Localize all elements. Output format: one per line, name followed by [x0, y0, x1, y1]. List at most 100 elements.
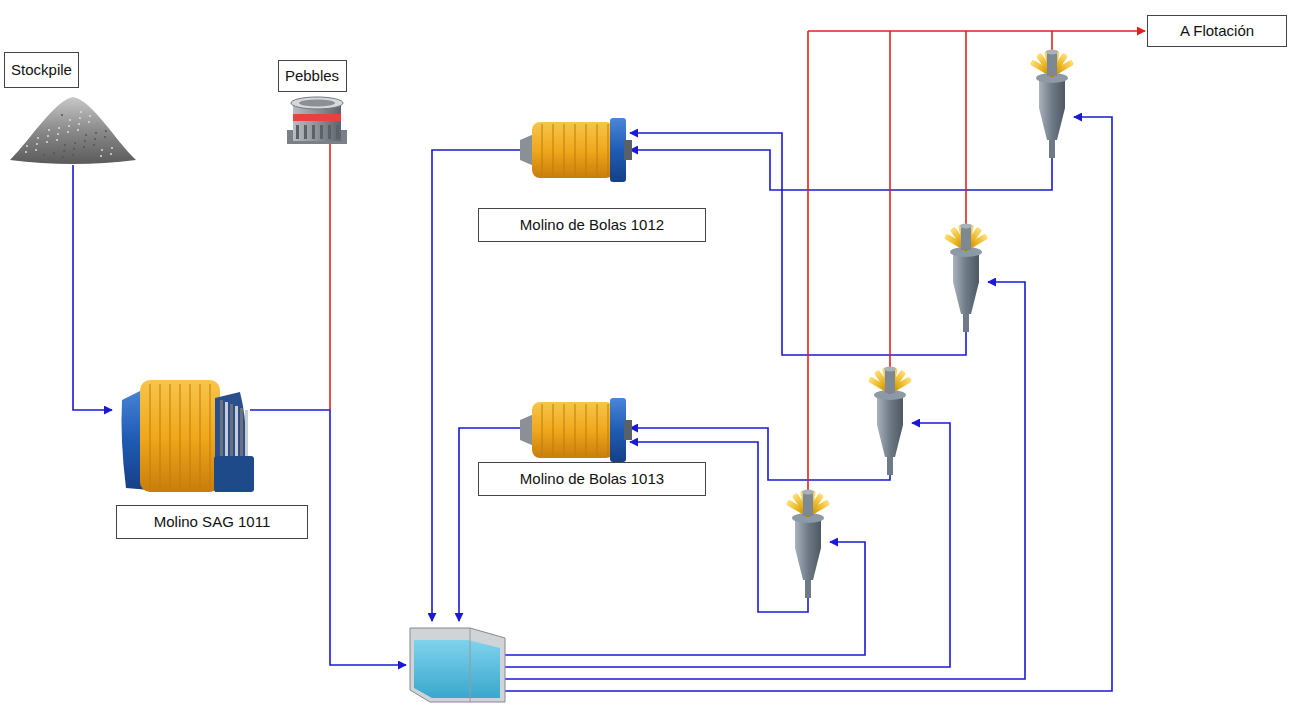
stockpile-illustration — [61, 114, 63, 116]
ball-mill-illustration — [542, 404, 543, 456]
hydrocyclone-illustration — [963, 314, 969, 332]
stockpile-illustration — [80, 111, 82, 113]
pebble-crusher-illustration — [299, 100, 335, 107]
label-box: Stockpile — [4, 52, 79, 88]
slurry-pipe — [630, 150, 1052, 190]
stockpile-illustration — [89, 115, 91, 117]
stockpile-illustration — [63, 150, 65, 152]
hydrocyclone-illustration — [1030, 50, 1075, 159]
sag-mill-illustration — [170, 384, 171, 488]
ball-mill-illustration — [575, 404, 576, 456]
sump-illustration — [470, 628, 471, 702]
hydrocyclone-illustration — [961, 226, 971, 250]
hydrocyclone-illustration — [868, 367, 913, 476]
stockpile-illustration — [64, 144, 66, 146]
hydrocyclone-illustration — [1047, 52, 1057, 76]
stockpile-illustration — [111, 147, 113, 149]
stockpile-illustration — [74, 142, 76, 144]
ball-mill-illustration — [542, 124, 543, 176]
overflow-pipe — [329, 130, 331, 410]
equipment-label: Molino de Bolas 1013 — [520, 471, 664, 488]
pipe-lines — [73, 31, 1145, 691]
stockpile-illustration — [101, 149, 103, 151]
ball-mill-illustration — [532, 122, 614, 178]
stockpile-illustration — [79, 117, 81, 119]
ball-mill-illustration — [564, 124, 565, 176]
stockpile-illustration — [100, 155, 102, 157]
stockpile-illustration — [36, 143, 38, 145]
hydrocyclone-illustration — [1046, 50, 1058, 55]
slurry-pipe — [505, 282, 1025, 679]
stockpile-illustration — [110, 153, 112, 155]
slurry-pipe — [630, 133, 966, 355]
equipment-label: Molino de Bolas 1012 — [520, 217, 664, 234]
stockpile-illustration — [26, 145, 28, 147]
sag-mill-illustration — [122, 380, 255, 492]
stockpile-illustration — [10, 97, 136, 164]
sump-illustration — [410, 628, 505, 702]
stockpile-illustration — [47, 135, 49, 137]
ball-mill-illustration — [553, 404, 554, 456]
hydrocyclone-illustration — [1049, 140, 1055, 158]
stockpile-illustration — [85, 134, 87, 136]
stockpile-illustration — [88, 121, 90, 123]
stockpile-illustration — [69, 119, 71, 121]
hydrocyclone-illustration — [944, 224, 989, 333]
sag-mill-illustration — [190, 384, 191, 488]
ball-mill-illustration — [520, 118, 632, 182]
ball-mill-illustration — [608, 404, 609, 456]
ball-mill-illustration — [520, 134, 534, 166]
hydrocyclone-illustration — [1039, 78, 1065, 140]
equipment-label: Pebbles — [285, 68, 339, 85]
sag-mill-illustration — [160, 384, 161, 488]
hydrocyclone-illustration — [795, 518, 821, 580]
sag-mill-illustration — [150, 384, 151, 488]
ball-mill-illustration — [610, 398, 626, 462]
stockpile-illustration — [73, 148, 75, 150]
ball-mill-illustration — [586, 404, 587, 456]
hydrocyclone-illustration — [802, 490, 814, 495]
stockpile-illustration — [43, 154, 45, 156]
pebble-crusher-illustration — [328, 125, 331, 139]
hydrocyclone-illustration — [953, 252, 979, 314]
ball-mill-illustration — [624, 140, 632, 160]
stockpile-illustration — [57, 133, 59, 135]
stockpile-illustration — [94, 138, 96, 140]
sag-mill-illustration — [180, 384, 181, 488]
ball-mill-illustration — [553, 124, 554, 176]
stockpile-illustration — [68, 125, 70, 127]
stockpile-illustration — [72, 154, 74, 156]
label-box: Molino SAG 1011 — [116, 505, 308, 539]
pebble-crusher-illustration — [304, 125, 307, 139]
stockpile-illustration — [56, 139, 58, 141]
slurry-pipe — [73, 165, 112, 410]
stockpile-illustration — [53, 152, 55, 154]
equipment-label: Stockpile — [11, 62, 72, 79]
ball-mill-illustration — [597, 404, 598, 456]
sag-mill-illustration — [214, 456, 254, 492]
ball-mill-illustration — [532, 402, 614, 458]
stockpile-illustration — [105, 130, 107, 132]
slurry-pipe — [505, 423, 950, 667]
label-box: Molino de Bolas 1013 — [478, 462, 706, 496]
ball-mill-illustration — [586, 124, 587, 176]
equipment-label: Molino SAG 1011 — [154, 514, 270, 531]
overflow-pipe — [889, 31, 891, 369]
pebble-crusher-illustration — [320, 125, 323, 139]
stockpile-illustration — [46, 141, 48, 143]
stockpile-illustration — [104, 136, 106, 138]
hydrocyclone-illustration — [960, 224, 972, 229]
overflow-pipe — [807, 31, 809, 492]
stockpile-illustration — [58, 127, 60, 129]
ball-mill-illustration — [564, 404, 565, 456]
hydrocyclone-illustration — [805, 580, 811, 598]
sump-illustration — [410, 628, 505, 702]
hydrocyclone-illustration — [803, 492, 813, 516]
sump-illustration — [414, 640, 500, 698]
pebble-crusher-illustration — [312, 125, 315, 139]
pebble-crusher-illustration — [293, 114, 341, 121]
stockpile-illustration — [84, 140, 86, 142]
hydrocyclone-illustration — [786, 490, 831, 599]
stockpile-illustration — [25, 151, 27, 153]
